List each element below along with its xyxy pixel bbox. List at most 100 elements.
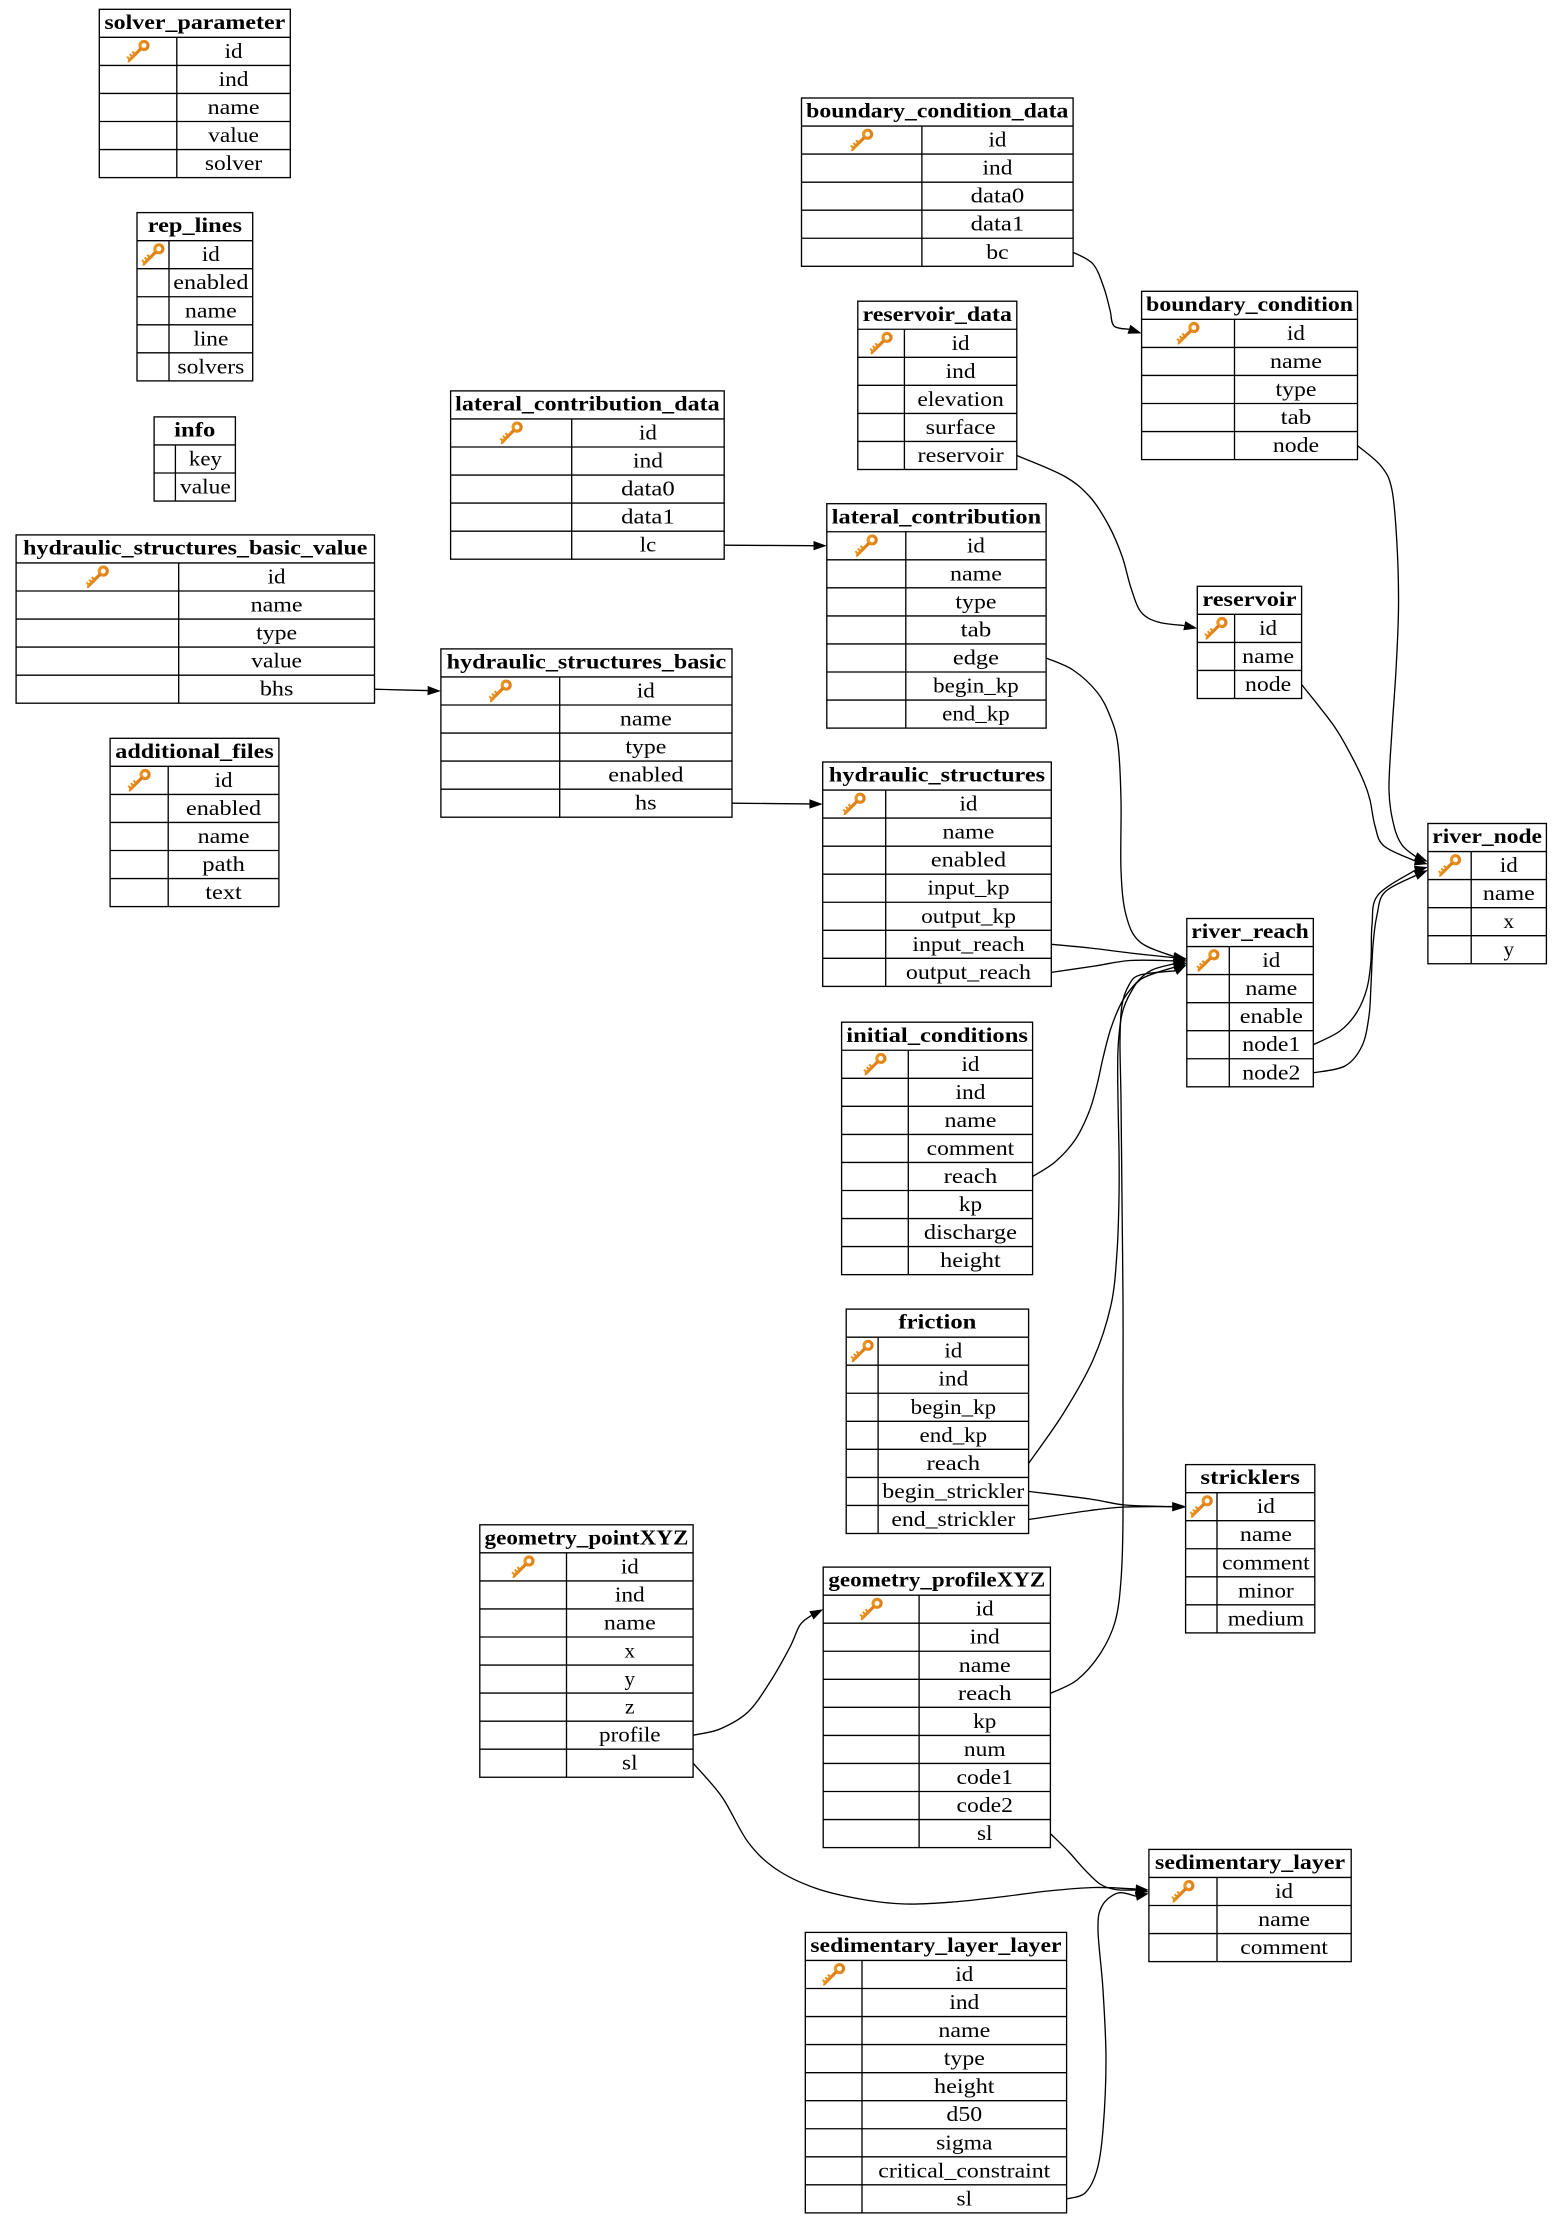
svg-text:name: name	[1242, 644, 1294, 668]
svg-text:info: info	[174, 418, 215, 442]
svg-text:name: name	[945, 1108, 997, 1132]
svg-text:name: name	[943, 820, 995, 844]
svg-text:id: id	[944, 1339, 962, 1363]
svg-text:additional_files: additional_files	[115, 739, 274, 763]
svg-text:name: name	[1240, 1522, 1292, 1546]
svg-text:id: id	[967, 533, 985, 557]
svg-text:y: y	[1504, 937, 1515, 961]
svg-text:code1: code1	[957, 1765, 1014, 1789]
svg-text:x: x	[625, 1639, 636, 1663]
svg-text:name: name	[620, 707, 672, 731]
svg-text:profile: profile	[599, 1723, 661, 1747]
svg-text:ind: ind	[615, 1582, 645, 1606]
svg-text:id: id	[202, 242, 220, 266]
svg-text:ind: ind	[946, 359, 976, 383]
svg-text:elevation: elevation	[917, 387, 1004, 411]
svg-text:id: id	[1287, 321, 1305, 345]
svg-text:id: id	[1262, 948, 1280, 972]
svg-text:num: num	[964, 1737, 1006, 1761]
svg-text:id: id	[1500, 853, 1518, 877]
svg-text:discharge: discharge	[924, 1220, 1017, 1244]
svg-text:name: name	[1258, 1907, 1310, 1931]
svg-text:id: id	[637, 678, 655, 702]
svg-text:input_kp: input_kp	[928, 876, 1010, 900]
svg-text:boundary_condition: boundary_condition	[1146, 292, 1353, 316]
svg-text:name: name	[1245, 976, 1297, 1000]
svg-text:comment: comment	[1240, 1935, 1328, 1959]
svg-text:sedimentary_layer_layer: sedimentary_layer_layer	[810, 1933, 1061, 1957]
svg-text:value: value	[208, 123, 259, 147]
svg-text:lateral_contribution_data: lateral_contribution_data	[455, 392, 720, 416]
svg-text:bhs: bhs	[260, 677, 294, 701]
svg-text:edge: edge	[953, 645, 999, 669]
svg-text:reach: reach	[944, 1164, 998, 1188]
svg-text:value: value	[251, 649, 302, 673]
svg-text:id: id	[1257, 1494, 1275, 1518]
svg-text:sigma: sigma	[936, 2130, 993, 2154]
svg-text:id: id	[225, 39, 243, 63]
svg-text:input_reach: input_reach	[912, 932, 1025, 956]
svg-text:reach: reach	[958, 1681, 1012, 1705]
svg-text:id: id	[960, 792, 978, 816]
svg-text:id: id	[639, 420, 657, 444]
svg-text:output_reach: output_reach	[906, 960, 1032, 984]
svg-text:stricklers: stricklers	[1200, 1465, 1300, 1489]
svg-text:geometry_profileXYZ: geometry_profileXYZ	[828, 1568, 1045, 1592]
svg-text:type: type	[625, 735, 666, 759]
svg-text:geometry_pointXYZ: geometry_pointXYZ	[485, 1525, 689, 1549]
svg-text:name: name	[251, 593, 303, 617]
svg-text:data0: data0	[621, 477, 675, 501]
svg-text:bc: bc	[986, 240, 1008, 264]
svg-text:id: id	[952, 331, 970, 355]
svg-text:begin_strickler: begin_strickler	[882, 1479, 1024, 1503]
svg-text:id: id	[989, 128, 1007, 152]
svg-text:initial_conditions: initial_conditions	[846, 1023, 1028, 1047]
svg-text:hs: hs	[635, 791, 657, 815]
svg-text:reach: reach	[927, 1451, 981, 1475]
svg-text:end_strickler: end_strickler	[891, 1507, 1015, 1531]
svg-text:name: name	[1483, 881, 1535, 905]
svg-text:name: name	[938, 2018, 990, 2042]
svg-text:id: id	[1259, 616, 1277, 640]
svg-text:river_node: river_node	[1432, 824, 1542, 848]
svg-text:ind: ind	[956, 1080, 986, 1104]
svg-text:value: value	[180, 475, 231, 499]
svg-text:type: type	[1276, 377, 1317, 401]
svg-text:river_reach: river_reach	[1191, 919, 1309, 943]
svg-text:z: z	[625, 1695, 635, 1719]
svg-text:y: y	[625, 1667, 636, 1691]
svg-text:reservoir: reservoir	[918, 443, 1004, 467]
svg-text:id: id	[955, 1962, 973, 1986]
svg-text:path: path	[202, 852, 245, 876]
svg-text:begin_kp: begin_kp	[933, 674, 1019, 698]
svg-text:name: name	[1270, 349, 1322, 373]
svg-text:tab: tab	[1281, 405, 1312, 429]
svg-text:critical_constraint: critical_constraint	[878, 2158, 1050, 2182]
svg-text:hydraulic_structures_basic_val: hydraulic_structures_basic_value	[23, 536, 367, 560]
svg-text:name: name	[208, 95, 260, 119]
svg-text:enabled: enabled	[186, 796, 262, 820]
svg-text:ind: ind	[219, 67, 249, 91]
svg-text:text: text	[205, 880, 242, 904]
svg-text:data0: data0	[971, 184, 1025, 208]
svg-text:enable: enable	[1240, 1004, 1303, 1028]
svg-text:tab: tab	[961, 617, 992, 641]
svg-text:id: id	[268, 564, 286, 588]
svg-text:ind: ind	[970, 1625, 1000, 1649]
svg-text:lc: lc	[640, 533, 656, 557]
svg-text:d50: d50	[946, 2102, 982, 2126]
svg-text:id: id	[621, 1554, 639, 1578]
svg-text:key: key	[189, 446, 222, 470]
svg-text:comment: comment	[1222, 1550, 1310, 1574]
svg-text:type: type	[256, 621, 297, 645]
svg-text:name: name	[950, 561, 1002, 585]
svg-text:hydraulic_structures_basic: hydraulic_structures_basic	[447, 650, 727, 674]
svg-text:code2: code2	[957, 1793, 1014, 1817]
svg-text:medium: medium	[1228, 1606, 1304, 1630]
svg-text:x: x	[1504, 909, 1515, 933]
svg-text:reservoir_data: reservoir_data	[863, 302, 1013, 326]
svg-text:enabled: enabled	[608, 763, 684, 787]
svg-text:surface: surface	[926, 415, 996, 439]
svg-text:hydraulic_structures: hydraulic_structures	[829, 763, 1045, 787]
svg-text:friction: friction	[898, 1310, 976, 1334]
